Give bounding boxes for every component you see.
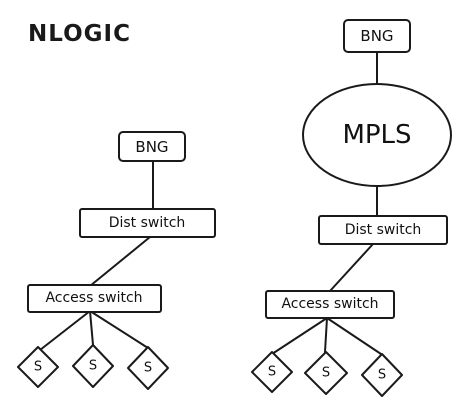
left-subscriber-3-label: S xyxy=(144,361,152,376)
left-subscriber-2: S xyxy=(72,344,114,388)
left-subscriber-1-label: S xyxy=(34,360,42,375)
right-topology: BNG MPLS Dist switch Access switch S S xyxy=(251,19,452,397)
left-subscriber-3: S xyxy=(127,346,169,390)
left-access-s3-link xyxy=(89,310,149,349)
right-subscriber-3: S xyxy=(361,353,403,397)
right-subscriber-1-label: S xyxy=(268,365,276,380)
left-access-s2-link xyxy=(89,310,94,346)
left-access-switch-label: Access switch xyxy=(45,290,142,306)
right-subscriber-2-label: S xyxy=(322,366,330,381)
left-bng-label: BNG xyxy=(135,138,168,156)
right-access-s1-link xyxy=(271,317,328,355)
right-subscriber-3-label: S xyxy=(378,368,386,383)
left-dist-access-link xyxy=(89,236,151,287)
right-access-s3-link xyxy=(326,317,382,355)
right-subscriber-2: S xyxy=(304,351,348,395)
left-topology: BNG Dist switch Access switch S S S xyxy=(17,131,216,390)
right-dist-switch-node: Dist switch xyxy=(318,215,448,245)
left-subscriber-2-label: S xyxy=(89,359,97,374)
mpls-cloud-node: MPLS xyxy=(302,83,452,187)
right-bng-label: BNG xyxy=(360,27,393,45)
right-subscriber-1: S xyxy=(251,351,293,393)
right-access-switch-label: Access switch xyxy=(281,296,378,312)
left-dist-switch-label: Dist switch xyxy=(109,215,186,231)
right-access-switch-node: Access switch xyxy=(265,290,395,319)
right-bng-node: BNG xyxy=(343,19,411,53)
left-access-switch-node: Access switch xyxy=(27,284,162,313)
logo-text: NLOGIC xyxy=(28,21,131,47)
mpls-label: MPLS xyxy=(342,120,411,150)
left-dist-switch-node: Dist switch xyxy=(79,208,216,238)
left-subscriber-1: S xyxy=(17,346,59,388)
right-dist-access-link xyxy=(329,243,374,292)
left-access-s1-link xyxy=(39,310,91,351)
left-bng-node: BNG xyxy=(118,131,186,162)
right-dist-switch-label: Dist switch xyxy=(345,222,422,238)
right-access-s2-link xyxy=(324,317,328,353)
